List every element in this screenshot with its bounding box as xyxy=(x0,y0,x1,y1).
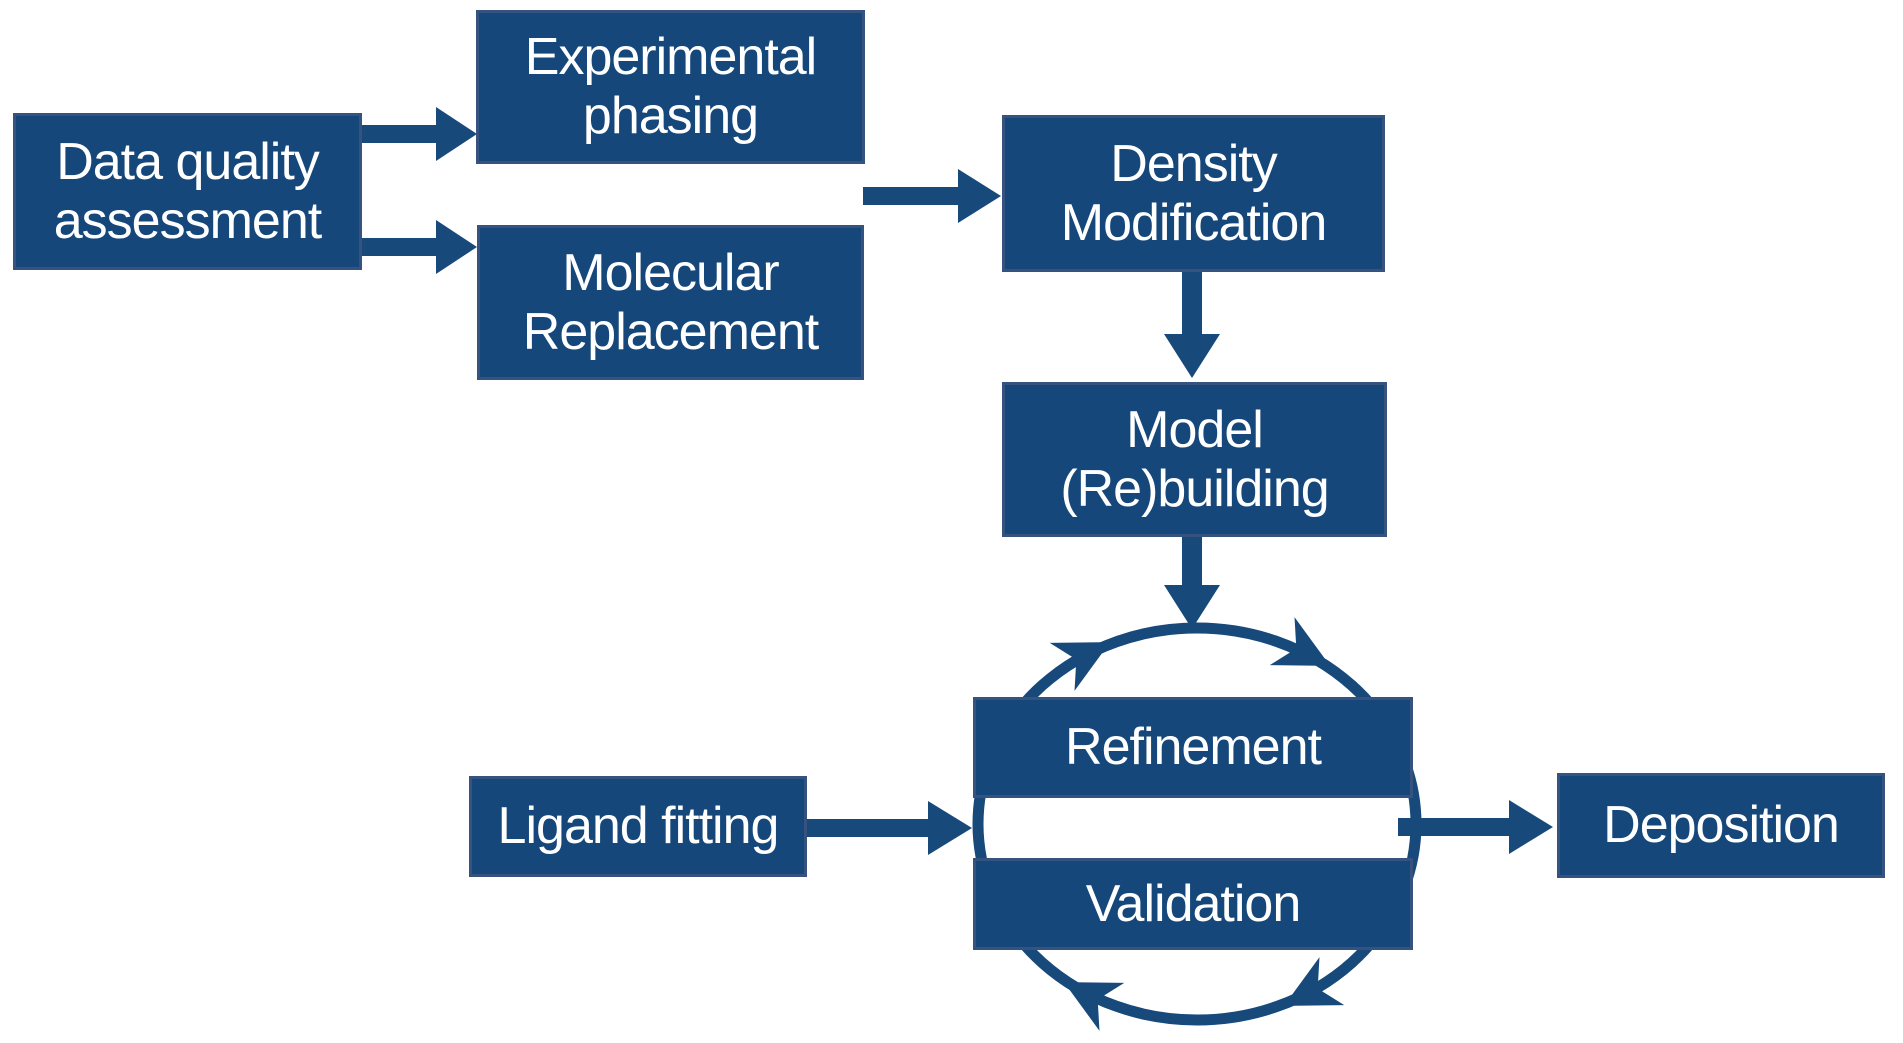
node-label-line: Density xyxy=(1110,134,1277,193)
node-label-line: assessment xyxy=(53,191,322,250)
node-molecular-replacement: Molecular Replacement xyxy=(477,225,864,380)
cycle-arrowhead-bottom-right xyxy=(1283,957,1345,1006)
cycle-arrowhead-top-left xyxy=(1049,642,1111,691)
cycle-arrowhead-bottom-left xyxy=(1063,982,1125,1031)
arrow-dqa-to-molecular-replacement xyxy=(362,220,477,274)
node-refinement: Refinement xyxy=(973,697,1413,798)
node-density-modification: Density Modification xyxy=(1002,115,1385,272)
node-label-line: Replacement xyxy=(522,302,819,361)
arrow-phasing-to-density-modification xyxy=(863,169,1001,223)
node-data-quality-assessment: Data quality assessment xyxy=(13,113,362,270)
node-label-line: Validation xyxy=(1085,874,1302,933)
cycle-ring xyxy=(972,622,1422,1026)
cycle-arrowhead-top-right xyxy=(1269,617,1331,666)
node-label-line: Ligand fitting xyxy=(497,797,780,856)
node-experimental-phasing: Experimental phasing xyxy=(476,10,865,164)
node-label-line: Deposition xyxy=(1603,796,1840,855)
arrow-cycle-to-deposition xyxy=(1398,800,1553,854)
arrow-density-modification-to-model-rebuilding xyxy=(1164,272,1220,378)
arrow-ligand-fitting-to-cycle xyxy=(807,801,972,855)
node-label-line: (Re)building xyxy=(1060,459,1329,518)
node-label-line: Refinement xyxy=(1065,718,1322,777)
node-model-rebuilding: Model (Re)building xyxy=(1002,382,1387,537)
arrow-dqa-to-experimental-phasing xyxy=(362,107,477,161)
node-label-line: phasing xyxy=(582,87,759,145)
arrow-model-rebuilding-to-cycle xyxy=(1164,537,1220,629)
node-validation: Validation xyxy=(973,858,1413,950)
node-label-line: Molecular xyxy=(562,243,779,302)
node-label-line: Model xyxy=(1126,400,1264,459)
node-deposition: Deposition xyxy=(1557,773,1885,878)
node-label-line: Modification xyxy=(1060,193,1327,252)
node-ligand-fitting: Ligand fitting xyxy=(469,776,807,877)
node-label-line: Experimental xyxy=(524,28,817,87)
node-label-line: Data quality xyxy=(56,132,320,191)
